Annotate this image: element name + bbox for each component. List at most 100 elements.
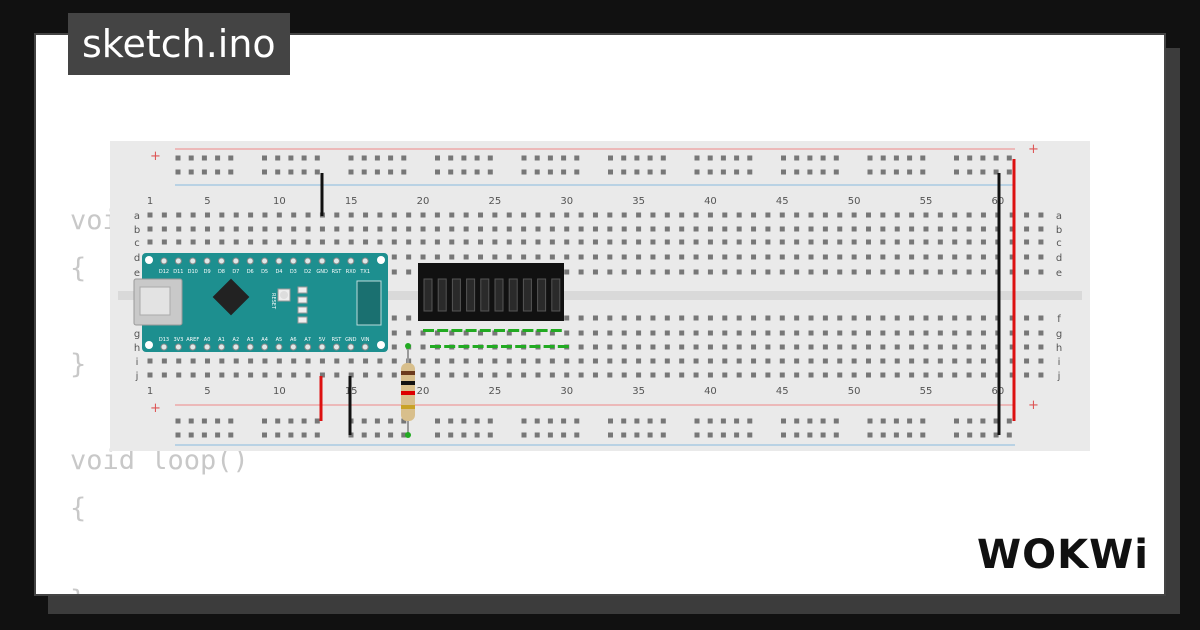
resistor[interactable]: [401, 343, 415, 438]
rail-hole: [833, 418, 839, 424]
led-segment: [466, 278, 476, 312]
hole: [952, 254, 958, 260]
hole: [492, 358, 498, 364]
hole: [966, 226, 972, 232]
hole: [722, 315, 728, 321]
arduino-pin-label: A7: [304, 337, 311, 343]
rail-hole: [807, 418, 813, 424]
rail-hole: [954, 155, 959, 161]
column-numbers: 1155101015152020252530303535404045455050…: [147, 196, 1004, 397]
hole: [1009, 330, 1015, 336]
rail-hole: [374, 155, 380, 161]
breadboard-diagram: + + + + 11551010151520202525303035354040…: [110, 141, 1090, 451]
rail-hole: [833, 155, 839, 161]
hole: [463, 372, 469, 378]
rail-hole: [720, 155, 726, 161]
reset-button[interactable]: [280, 291, 288, 299]
hole: [952, 269, 958, 275]
arduino-pin: [304, 257, 312, 265]
arduino-pin-label: RST: [332, 337, 343, 343]
row-label: d: [1056, 253, 1062, 264]
rail-hole: [314, 418, 320, 424]
hole: [161, 372, 167, 378]
hole: [751, 372, 757, 378]
rail-hole: [660, 169, 666, 175]
rail-hole: [967, 169, 973, 175]
hole: [262, 358, 268, 364]
rail-hole: [374, 169, 380, 175]
arduino-pin: [174, 343, 182, 351]
hole: [650, 344, 656, 350]
rail-hole: [980, 432, 986, 438]
led-pin: [494, 329, 505, 332]
hole: [204, 212, 210, 218]
rail-hole: [707, 432, 713, 438]
hole: [334, 372, 340, 378]
hole: [276, 212, 282, 218]
hole: [420, 212, 426, 218]
hole: [391, 226, 397, 232]
file-tab[interactable]: sketch.ino: [68, 13, 290, 75]
hole: [621, 358, 627, 364]
arduino-nano[interactable]: D12D13D113V3D10AREFD9A0D8A1D7A2D6A3D5A4D…: [133, 253, 388, 352]
hole: [190, 372, 196, 378]
hole: [679, 212, 685, 218]
hole: [592, 254, 598, 260]
hole: [219, 372, 225, 378]
hole: [348, 372, 354, 378]
hole: [348, 239, 354, 245]
column-number: 35: [632, 386, 645, 397]
hole: [880, 372, 886, 378]
hole: [607, 344, 613, 350]
rail-hole: [275, 432, 281, 438]
hole: [650, 254, 656, 260]
hole: [679, 226, 685, 232]
hole: [319, 239, 325, 245]
column-number: 10: [273, 386, 286, 397]
rail-hole: [401, 155, 407, 161]
hole: [176, 212, 182, 218]
hole: [650, 269, 656, 275]
rail-hole: [474, 418, 480, 424]
hole: [506, 226, 512, 232]
hole: [305, 358, 311, 364]
hole: [679, 344, 685, 350]
arduino-pin-label: 3V3: [173, 337, 183, 343]
hole: [176, 372, 182, 378]
column-number: 10: [273, 196, 286, 207]
hole: [420, 344, 426, 350]
rail-hole: [734, 418, 740, 424]
hole: [406, 239, 412, 245]
hole: [751, 358, 757, 364]
rail-hole: [608, 432, 613, 438]
hole: [866, 239, 871, 245]
column-number: 25: [489, 196, 502, 207]
hole: [636, 212, 642, 218]
rail-hole: [175, 418, 181, 424]
hole: [406, 254, 412, 260]
hole: [377, 212, 383, 218]
rail-plus-bottom-right: +: [1028, 398, 1039, 413]
rail-hole: [694, 418, 700, 424]
arduino-pin-label: A5: [276, 337, 283, 343]
led-pin: [458, 345, 470, 348]
led-bar-graph[interactable]: [418, 263, 569, 348]
hole: [1024, 330, 1030, 336]
hole: [980, 315, 986, 321]
row-label: g: [134, 329, 140, 340]
hole: [449, 254, 455, 260]
hole: [664, 344, 670, 350]
code-line-7: {: [70, 493, 87, 524]
arduino-pin-label: GND: [316, 269, 328, 275]
hole: [578, 344, 584, 350]
hole: [535, 358, 541, 364]
hole: [621, 254, 627, 260]
hole: [751, 254, 757, 260]
hole: [937, 226, 943, 232]
arduino-pin-label: D5: [261, 269, 268, 275]
rail-hole: [314, 432, 320, 438]
rail-hole: [920, 169, 926, 175]
hole: [693, 226, 699, 232]
rail-hole: [993, 155, 999, 161]
rail-hole: [747, 418, 753, 424]
